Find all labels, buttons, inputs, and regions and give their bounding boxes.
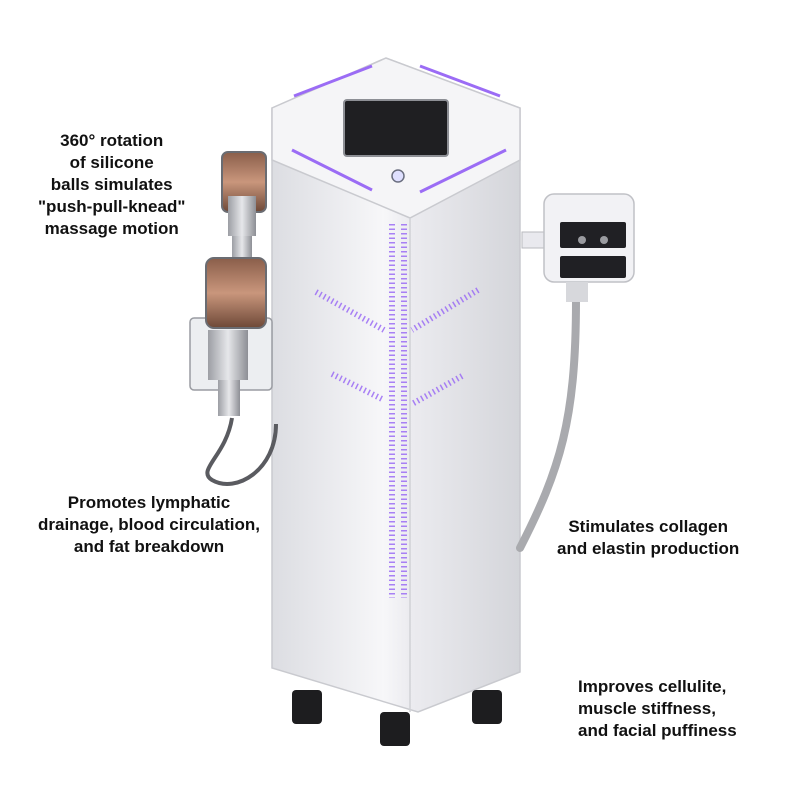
caption-line: muscle stiffness, [578,699,716,718]
caption-line: Stimulates collagen [568,517,728,536]
caster-wheels [292,690,502,746]
caption-line: balls simulates [50,175,173,194]
power-button-icon [391,169,405,183]
caption-line: Promotes lymphatic [67,493,231,512]
rotation-caption: 360° rotation of silicone balls simulate… [38,130,185,240]
caption-line: and elastin production [557,539,740,558]
caption-line: "push-pull-knead" [38,197,186,216]
caption-line: and facial puffiness [578,721,737,740]
caption-line: massage motion [44,219,179,238]
caption-line: of silicone [69,153,154,172]
caption-line: and fat breakdown [73,537,225,556]
roller-handpieces [189,151,278,486]
machine-body [271,57,521,713]
collagen-caption: Stimulates collagen and elastin producti… [557,516,739,560]
caption-line: Improves cellulite, [578,677,727,696]
right-handpiece [516,193,635,552]
led-tree-pattern [314,224,480,598]
cellulite-caption: Improves cellulite, muscle stiffness, an… [578,676,737,742]
caption-line: drainage, blood circulation, [38,515,260,534]
caption-line: 360° rotation [60,131,164,150]
display-screen [343,99,449,183]
lymphatic-caption: Promotes lymphatic drainage, blood circu… [38,492,260,558]
